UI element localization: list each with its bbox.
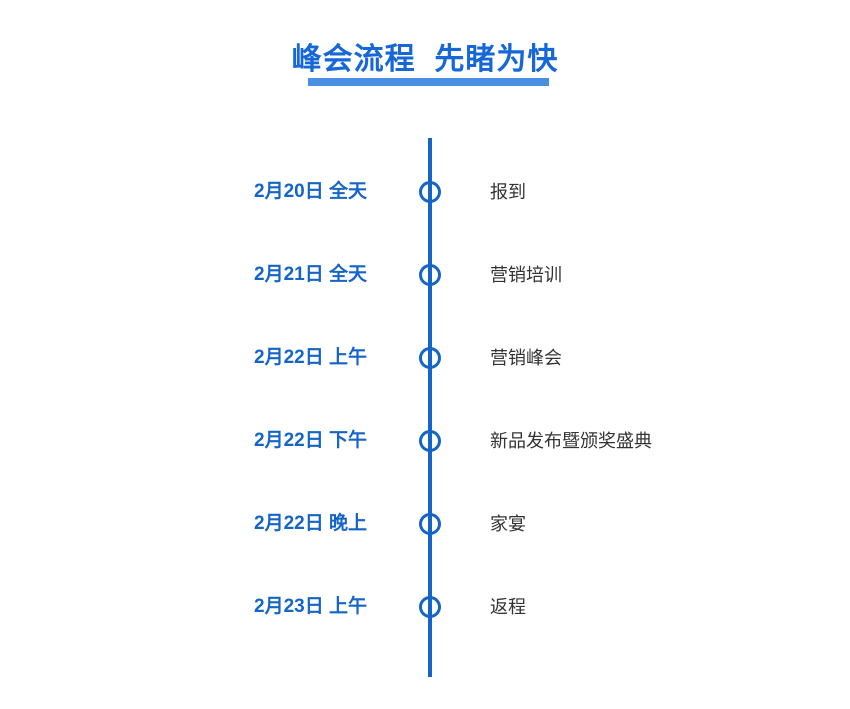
timeline-row: 2月23日 上午 返程	[0, 587, 850, 627]
timeline-node-circle-icon[interactable]	[419, 513, 441, 535]
timeline-date: 2月22日 晚上	[254, 513, 367, 534]
timeline-node-circle-icon[interactable]	[419, 264, 441, 286]
timeline-node-circle-icon[interactable]	[419, 430, 441, 452]
timeline-label: 报到	[490, 182, 526, 202]
timeline-row: 2月21日 全天 营销培训	[0, 255, 850, 295]
timeline-row: 2月20日 全天 报到	[0, 172, 850, 212]
timeline-node-circle-icon[interactable]	[419, 347, 441, 369]
timeline-label: 营销培训	[490, 265, 562, 285]
title-underline-bar	[308, 78, 549, 86]
page-title-text: 峰会流程 先睹为快	[291, 43, 559, 76]
timeline-date: 2月23日 上午	[254, 596, 367, 617]
timeline-row: 2月22日 晚上 家宴	[0, 504, 850, 544]
timeline-label: 家宴	[490, 514, 526, 534]
timeline-date: 2月22日 下午	[254, 430, 367, 451]
timeline-date: 2月20日 全天	[254, 181, 367, 202]
timeline-row: 2月22日 上午 营销峰会	[0, 338, 850, 378]
page-title: 峰会流程 先睹为快	[0, 40, 850, 80]
timeline-label: 新品发布暨颁奖盛典	[490, 431, 652, 451]
timeline-label: 返程	[490, 597, 526, 617]
timeline-row: 2月22日 下午 新品发布暨颁奖盛典	[0, 421, 850, 461]
timeline-date: 2月22日 上午	[254, 347, 367, 368]
timeline-date: 2月21日 全天	[254, 264, 367, 285]
timeline-node-circle-icon[interactable]	[419, 181, 441, 203]
timeline-axis-line	[428, 138, 432, 677]
timeline-label: 营销峰会	[490, 348, 562, 368]
timeline-node-circle-icon[interactable]	[419, 596, 441, 618]
